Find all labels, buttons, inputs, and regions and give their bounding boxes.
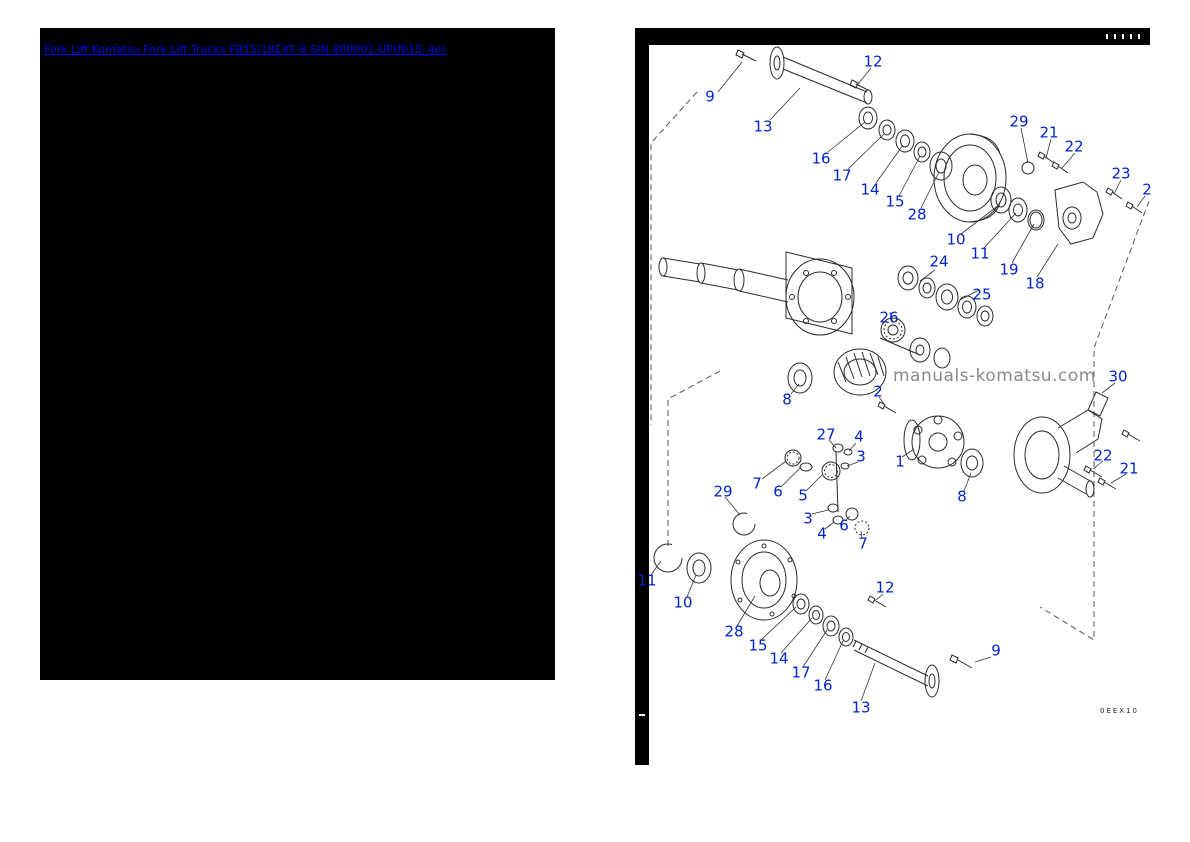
part-label-21: 21 (1119, 459, 1139, 478)
left-image-panel: Fork Lift Komatsu Fork Lift Trucks FB15/… (40, 28, 555, 680)
part-label-7: 7 (858, 534, 868, 553)
binder-tick-marks (1106, 34, 1142, 39)
part-label-8: 8 (782, 390, 792, 409)
part-label-7: 7 (752, 474, 762, 493)
part-label-28: 28 (724, 622, 744, 641)
part-label-12: 12 (875, 578, 895, 597)
part-label-14: 14 (769, 649, 789, 668)
part-label-14: 14 (860, 180, 880, 199)
part-label-3: 3 (803, 509, 813, 528)
part-label-29: 29 (1009, 112, 1029, 131)
part-label-5: 5 (798, 486, 808, 505)
part-label-6: 6 (773, 482, 783, 501)
part-label-1: 1 (895, 452, 905, 471)
part-label-13: 13 (753, 117, 773, 136)
part-label-25: 25 (972, 285, 992, 304)
part-label-16: 16 (811, 149, 831, 168)
figure-code: 0EEX10 (1100, 707, 1140, 715)
part-label-18: 18 (1025, 274, 1045, 293)
part-label-12: 12 (863, 52, 883, 71)
part-label-22: 22 (1093, 446, 1113, 465)
part-label-2: 2 (873, 382, 883, 401)
diagram-left-bar (635, 28, 649, 765)
part-label-22: 22 (1064, 137, 1084, 156)
part-label-9: 9 (705, 87, 715, 106)
part-label-15: 15 (748, 636, 768, 655)
part-label-29: 29 (713, 482, 733, 501)
catalog-link[interactable]: Fork Lift Komatsu Fork Lift Trucks FB15/… (44, 43, 446, 56)
part-label-4: 4 (817, 524, 827, 543)
part-label-21: 21 (1039, 123, 1059, 142)
part-label-11: 11 (970, 244, 990, 263)
part-label-27: 27 (816, 425, 836, 444)
part-label-2: 2 (1142, 180, 1152, 199)
part-label-9: 9 (991, 641, 1001, 660)
part-label-28: 28 (907, 205, 927, 224)
part-label-15: 15 (885, 192, 905, 211)
part-label-3: 3 (856, 447, 866, 466)
part-label-24: 24 (929, 252, 949, 271)
part-label-8: 8 (957, 487, 967, 506)
part-label-30: 30 (1108, 367, 1128, 386)
part-label-6: 6 (839, 516, 849, 535)
part-label-16: 16 (813, 676, 833, 695)
part-label-23: 23 (1111, 164, 1131, 183)
part-label-10: 10 (946, 230, 966, 249)
part-label-17: 17 (832, 166, 852, 185)
part-label-17: 17 (791, 663, 811, 682)
part-label-26: 26 (879, 308, 899, 327)
part-label-4: 4 (854, 427, 864, 446)
part-label-11: 11 (637, 571, 657, 590)
part-label-19: 19 (999, 260, 1019, 279)
part-label-10: 10 (673, 593, 693, 612)
part-label-13: 13 (851, 698, 871, 717)
diagram-top-bar (635, 28, 1150, 45)
